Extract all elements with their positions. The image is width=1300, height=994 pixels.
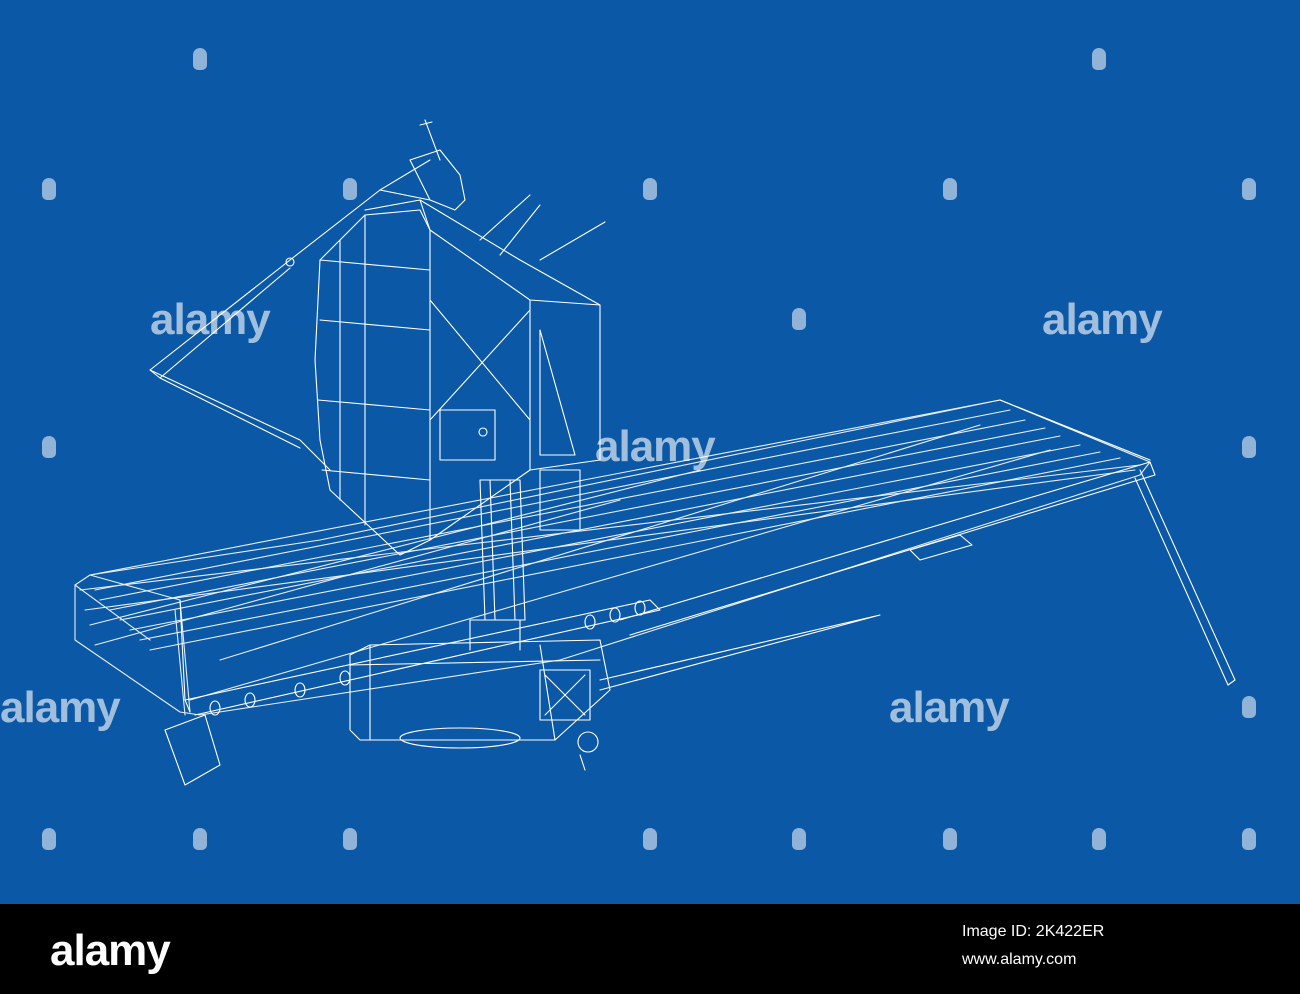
secondary-mirror-support bbox=[149, 119, 606, 471]
watermark: alamy bbox=[0, 683, 121, 732]
watermark-mark bbox=[943, 828, 957, 850]
watermark-mark bbox=[1242, 828, 1256, 850]
watermark: alamy bbox=[150, 295, 271, 344]
left-boom bbox=[164, 599, 661, 786]
telescope-wireframe-drawing bbox=[74, 119, 1236, 786]
spacecraft-bus bbox=[349, 619, 611, 771]
image-id: Image ID: 2K422ER bbox=[962, 923, 1105, 940]
stock-footer-bar: alamy Image ID: 2K422ER www.alamy.com bbox=[0, 904, 1300, 994]
watermark-mark bbox=[42, 436, 56, 458]
watermark-mark bbox=[343, 178, 357, 200]
watermark-mark bbox=[42, 178, 56, 200]
site-url[interactable]: www.alamy.com bbox=[962, 951, 1077, 968]
optical-bench bbox=[364, 199, 601, 541]
watermark-mark bbox=[343, 828, 357, 850]
watermark-mark bbox=[643, 178, 657, 200]
watermark-mark bbox=[193, 828, 207, 850]
primary-mirror bbox=[314, 209, 431, 556]
watermark-mark bbox=[42, 828, 56, 850]
watermark-mark bbox=[1092, 828, 1106, 850]
watermark: alamy bbox=[1042, 295, 1163, 344]
blueprint-image: alamy alamy alamy alamy alamy bbox=[0, 0, 1300, 904]
watermark-mark bbox=[943, 178, 957, 200]
watermark-mark bbox=[643, 828, 657, 850]
watermark: alamy bbox=[595, 422, 716, 471]
footer-logo[interactable]: alamy bbox=[50, 926, 171, 975]
watermark-mark bbox=[1242, 696, 1256, 718]
right-boom bbox=[599, 399, 1236, 691]
watermark: alamy bbox=[889, 683, 1010, 732]
watermark-mark bbox=[792, 828, 806, 850]
watermark-mark bbox=[1242, 436, 1256, 458]
watermark-mark bbox=[1092, 48, 1106, 70]
watermark-mark bbox=[193, 48, 207, 70]
watermark-mark bbox=[1242, 178, 1256, 200]
deployable-tower bbox=[479, 479, 526, 621]
sunshield bbox=[74, 399, 1151, 716]
watermark-mark bbox=[792, 308, 806, 330]
